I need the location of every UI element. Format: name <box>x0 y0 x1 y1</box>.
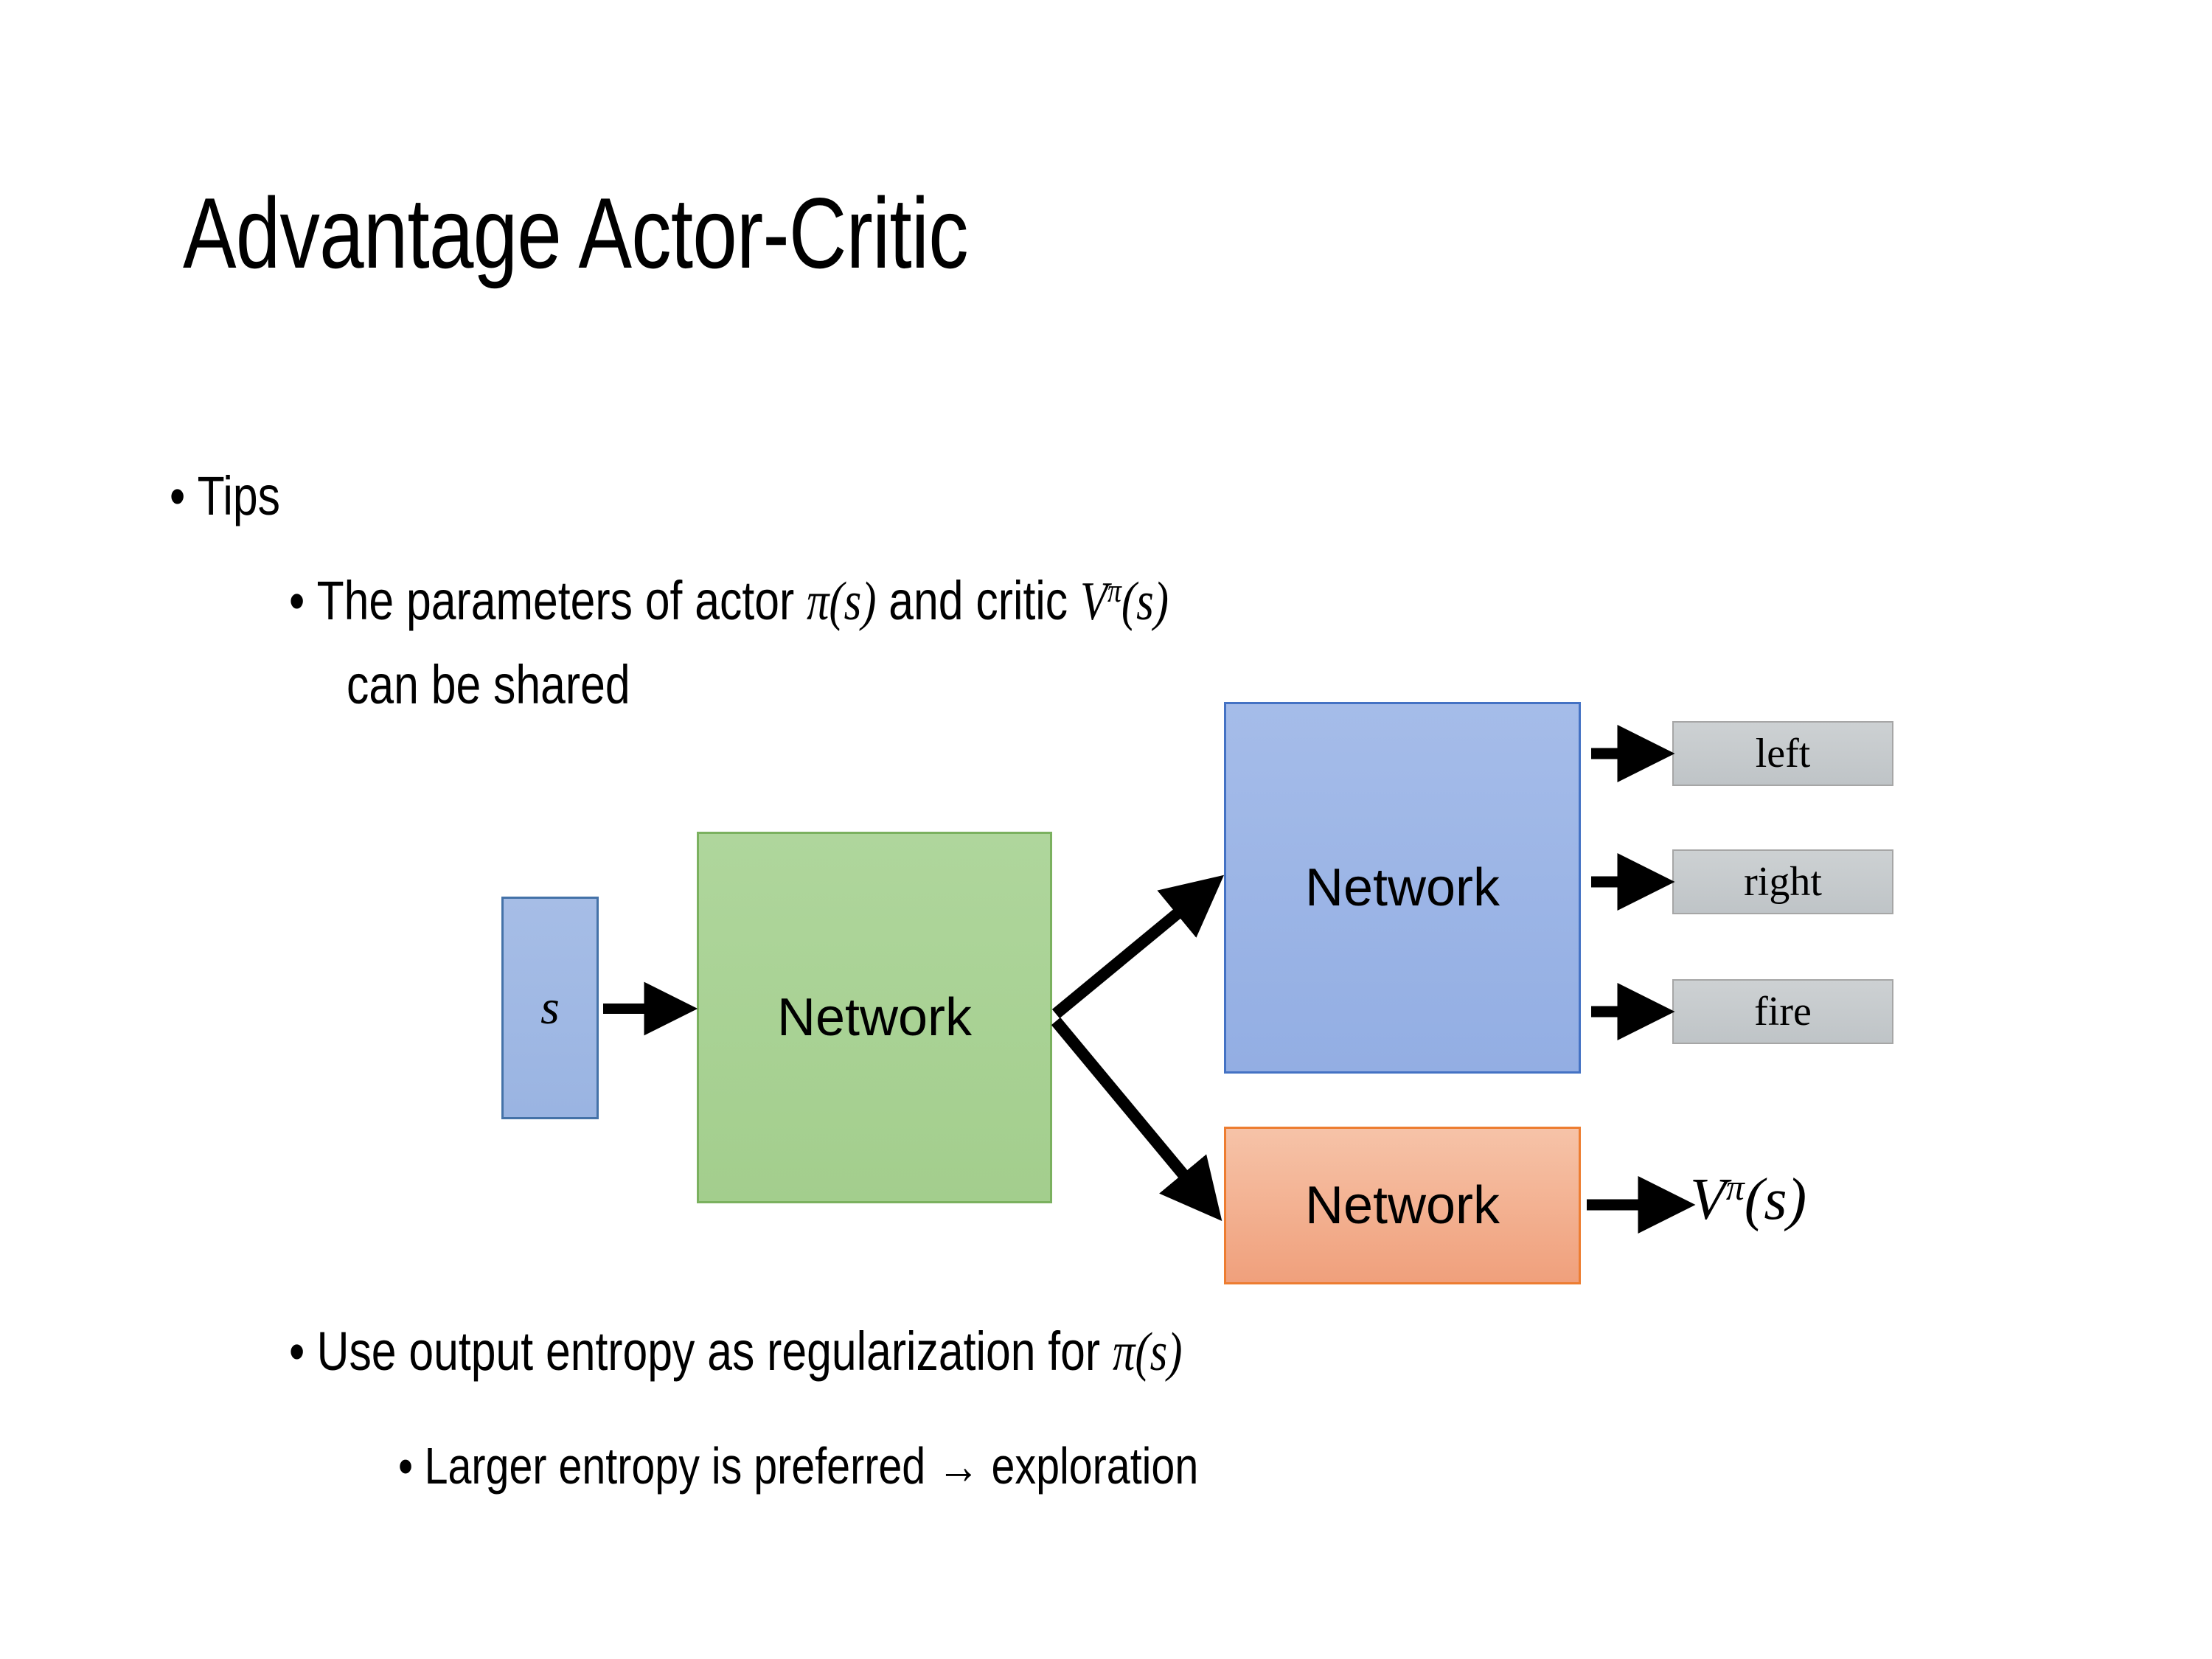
diagram-actor-network-box: Network <box>1224 702 1581 1074</box>
math-actor-pi-of-s: π(s) <box>807 571 877 632</box>
bullet-tips-label: Tips <box>197 465 281 526</box>
bullet-larger-entropy-label: Larger entropy is preferred → exploratio… <box>424 1437 1199 1495</box>
bullet-parameters-shared: •The parameters of actor π(s) and critic… <box>289 569 1362 634</box>
bullet-entropy-text: Use output entropy as regularization for <box>316 1321 1113 1382</box>
shared-network-label: Network <box>776 988 973 1047</box>
diagram-shared-network-box: Network <box>697 832 1052 1203</box>
math-critic-pi-superscript: π <box>1107 571 1121 610</box>
input-state-label: s <box>540 981 560 1034</box>
math-critic-v-base: V <box>1079 571 1108 632</box>
action-output-left-label: left <box>1755 731 1811 776</box>
bullet-larger-entropy-exploration: •Larger entropy is preferred → explorati… <box>398 1436 1374 1496</box>
page-title: Advantage Actor-Critic <box>183 177 969 289</box>
bullet-can-be-shared-label: can be shared <box>347 654 630 715</box>
arrow-shared-to-actor-network <box>1051 874 1225 1019</box>
value-output-arg: (s) <box>1744 1167 1807 1232</box>
bullet-entropy-regularization: •Use output entropy as regularization fo… <box>289 1320 1378 1385</box>
math-critic-v-pi-of-s: Vπ(s) <box>1080 571 1169 632</box>
value-output-pi-superscript: π <box>1725 1167 1745 1208</box>
diagram-action-output-left: left <box>1672 721 1893 786</box>
bullet-glyph-icon: • <box>289 1321 305 1382</box>
diagram-value-output-label: Vπ(s) <box>1690 1166 1806 1234</box>
math-entropy-pi-of-s: π(s) <box>1112 1322 1183 1382</box>
action-output-fire-label: fire <box>1754 989 1812 1034</box>
diagram-input-state-box: s <box>501 897 599 1119</box>
bullet-glyph-icon: • <box>170 465 186 526</box>
bullet-glyph-icon: • <box>398 1437 414 1495</box>
arrow-shared-to-critic-network <box>1051 1017 1222 1221</box>
bullet-params-text-mid: and critic <box>876 570 1080 631</box>
diagram-critic-network-box: Network <box>1224 1127 1581 1284</box>
bullet-params-text-pre: The parameters of actor <box>316 570 807 631</box>
diagram-action-output-right: right <box>1672 849 1893 914</box>
actor-network-label: Network <box>1304 858 1500 917</box>
math-critic-arg: (s) <box>1121 571 1169 632</box>
action-output-right-label: right <box>1744 859 1822 905</box>
value-output-v-base: V <box>1690 1167 1726 1232</box>
diagram-action-output-fire: fire <box>1672 979 1893 1044</box>
critic-network-label: Network <box>1304 1176 1500 1235</box>
bullet-tips: •Tips <box>170 465 305 528</box>
bullet-parameters-shared-line2: can be shared <box>347 653 692 717</box>
bullet-glyph-icon: • <box>289 570 305 631</box>
